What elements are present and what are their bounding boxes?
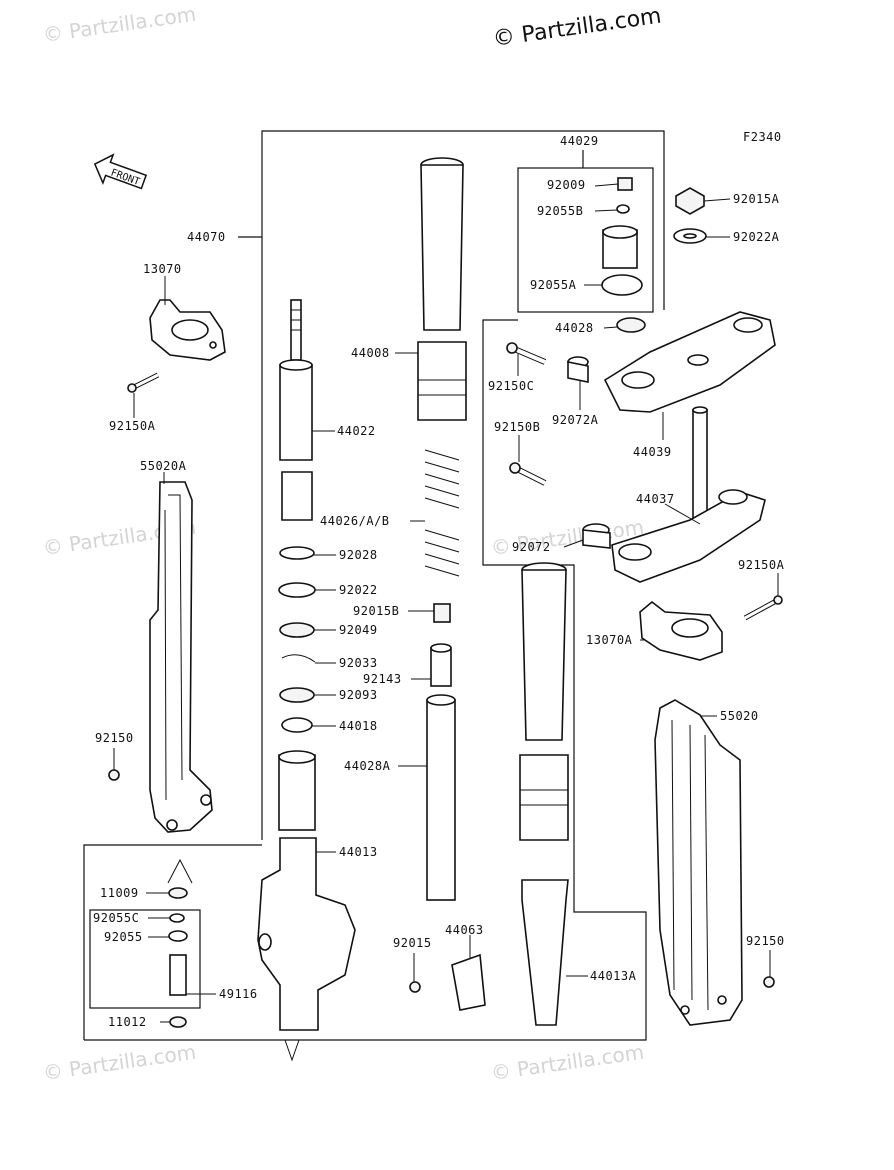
label-92055B: 92055B [537, 204, 583, 218]
label-92150B: 92150B [494, 420, 540, 434]
label-92028: 92028 [339, 548, 378, 562]
bolt-92150B [509, 462, 547, 486]
label-92055C: 92055C [93, 911, 139, 925]
figure-code: F2340 [743, 130, 782, 144]
label-44028A: 44028A [344, 759, 391, 773]
label-11009: 11009 [100, 886, 139, 900]
label-92150-right: 92150 [746, 934, 785, 948]
bolt-92150C [506, 342, 547, 365]
watermark: © Partzilla.com [41, 1040, 197, 1085]
watermark: © Partzilla.com [41, 2, 197, 47]
upper-clamp-44039 [603, 311, 776, 413]
spring-44026 [424, 449, 460, 577]
label-44008: 44008 [351, 346, 390, 360]
fork-clamp-13070A [639, 600, 723, 661]
label-92049: 92049 [339, 623, 378, 637]
label-44028: 44028 [555, 321, 594, 335]
label-92072: 92072 [512, 540, 551, 554]
fork-clamp-13070 [149, 299, 226, 361]
bolt-92150A-left [127, 372, 160, 393]
fork-guard-55020 [654, 699, 743, 1026]
leader-lines [113, 183, 779, 1023]
cable-clamp-92072 [582, 523, 611, 549]
label-44018: 44018 [339, 719, 378, 733]
inner-tube-right [519, 562, 569, 1026]
label-92150C: 92150C [488, 379, 534, 393]
label-44013: 44013 [339, 845, 378, 859]
label-92150A-right: 92150A [738, 558, 785, 572]
label-55020: 55020 [720, 709, 759, 723]
label-44026: 44026/A/B [320, 514, 390, 528]
watermark: © Partzilla.com [489, 1040, 645, 1085]
label-44070: 44070 [187, 230, 226, 244]
rings-stack-left [278, 546, 316, 733]
partzilla-watermark: © Partzilla.com [491, 4, 663, 52]
label-92022A: 92022A [733, 230, 780, 244]
rod-44022 [279, 299, 313, 521]
label-92015B: 92015B [353, 604, 399, 618]
label-44037: 44037 [636, 492, 675, 506]
cap-bolt-44029 [601, 177, 646, 333]
label-92150-left: 92150 [95, 731, 134, 745]
label-13070A: 13070A [586, 633, 633, 647]
upper-tube-44008 [417, 157, 467, 421]
bolt-92150-right [763, 976, 775, 988]
steering-stem-44037 [611, 406, 766, 583]
label-92015: 92015 [393, 936, 432, 950]
label-92143: 92143 [363, 672, 402, 686]
label-44029: 44029 [560, 134, 599, 148]
stem-nut-92015A [675, 187, 705, 215]
label-92150A-left: 92150A [109, 419, 156, 433]
label-92033: 92033 [339, 656, 378, 670]
label-44063: 44063 [445, 923, 484, 937]
bolt-92150A-right [743, 595, 783, 621]
part-labels: 44029 92009 92055B 92055A 44028 92015A 9… [93, 134, 785, 1029]
center-small-parts [426, 603, 456, 901]
outer-tube-44013 [257, 750, 356, 1031]
cable-clamp-92072A [567, 356, 589, 383]
label-92055A: 92055A [530, 278, 577, 292]
bolt-92150-left [108, 769, 120, 781]
washer-92022A [673, 228, 707, 244]
label-55020A: 55020A [140, 459, 187, 473]
label-49116: 49116 [219, 987, 258, 1001]
label-11012: 11012 [108, 1015, 147, 1029]
assembly-frame [83, 130, 665, 1041]
label-44039: 44039 [633, 445, 672, 459]
label-92009: 92009 [547, 178, 586, 192]
label-13070: 13070 [143, 262, 182, 276]
label-44022: 44022 [337, 424, 376, 438]
label-92093: 92093 [339, 688, 378, 702]
bleeder-parts [167, 858, 300, 1062]
label-44013A: 44013A [590, 969, 637, 983]
label-92022: 92022 [339, 583, 378, 597]
label-92072A: 92072A [552, 413, 599, 427]
fork-guard-55020A [149, 481, 213, 833]
label-92015A: 92015A [733, 192, 780, 206]
axle-clamp-44063 [409, 953, 486, 1011]
front-arrow-icon: FRONT [93, 153, 148, 190]
label-92055: 92055 [104, 930, 143, 944]
